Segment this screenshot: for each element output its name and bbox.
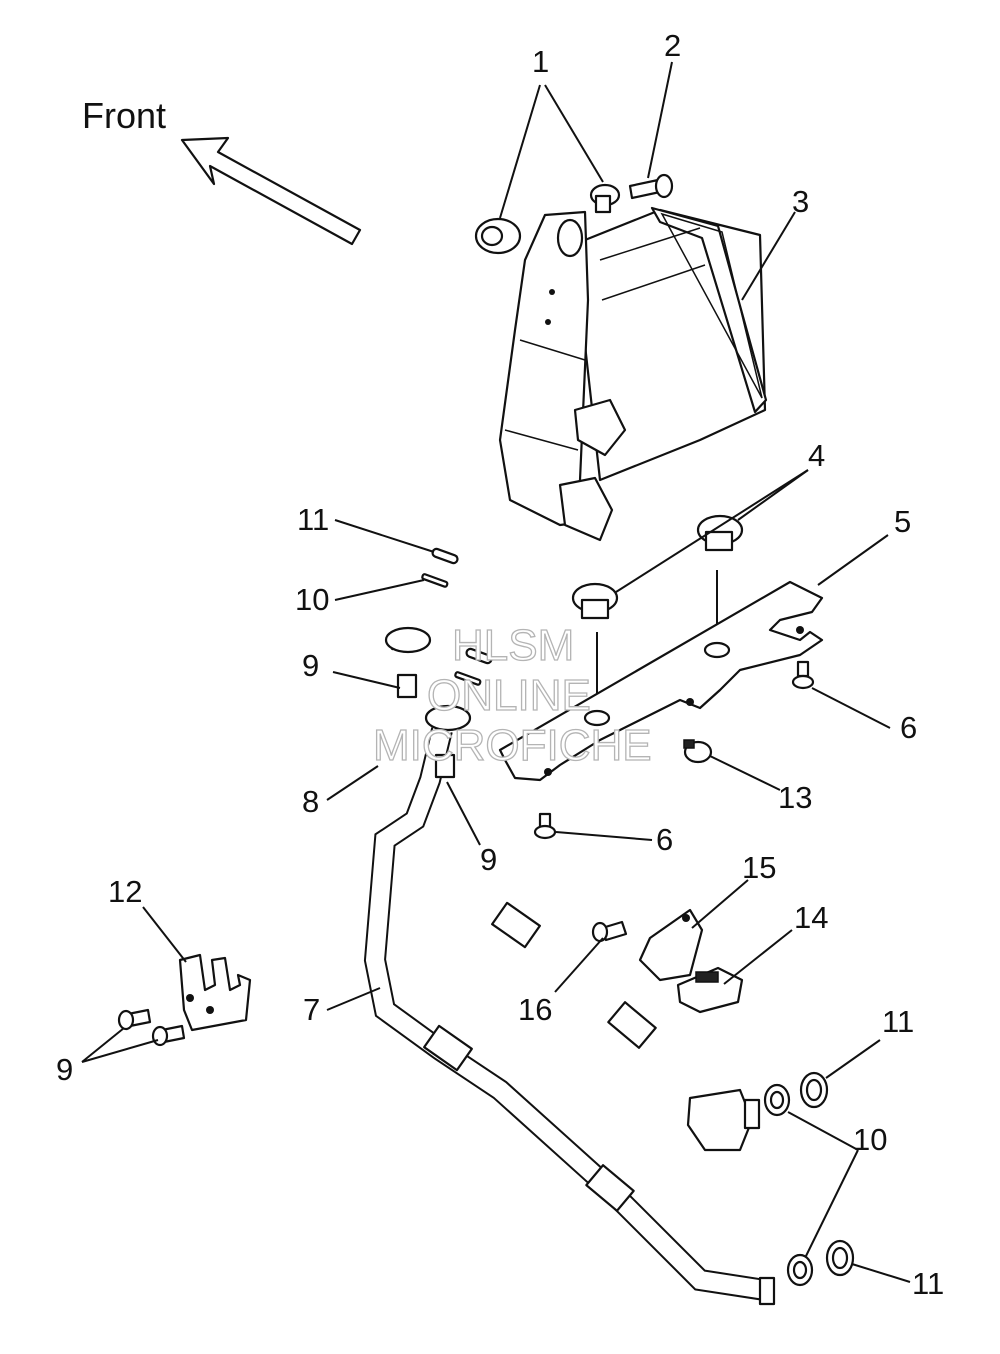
callout-8: 8 [302,784,319,819]
watermark-line-3: MICROFICHE [373,721,652,770]
callout-4: 4 [808,438,825,473]
front-arrow-icon [180,136,362,246]
clamp-15 [638,908,704,982]
callout-16: 16 [518,992,552,1027]
grommet-4a [696,514,744,552]
o-ring-10-top [421,573,449,588]
callout-11c: 11 [912,1266,944,1301]
grommet-1b [589,183,621,214]
callout-2: 2 [664,28,681,63]
front-label: Front [82,95,166,136]
callout-10b: 10 [853,1122,887,1157]
o-ring-10-mid [454,671,482,686]
oil-cooler [498,206,768,542]
watermark-line-1: HLSM [452,621,574,670]
callout-6a: 6 [900,710,917,745]
washer-10a [763,1083,791,1117]
bolt-6b [533,812,557,840]
callout-13: 13 [778,780,812,815]
callout-6b: 6 [656,822,673,857]
callout-9b: 9 [480,842,497,877]
callout-10a: 10 [295,582,329,617]
mounting-bracket-5 [498,580,824,782]
callout-9c: 9 [56,1052,73,1087]
washer-11a [799,1071,829,1109]
oil-line-8 [365,626,761,1152]
o-ring-11-top [431,547,459,565]
callout-7: 7 [303,992,320,1027]
watermark: HLSM ONLINE MICROFICHE [372,620,652,770]
clamp-13 [683,739,713,764]
callout-11b: 11 [882,1004,914,1039]
callout-14: 14 [794,900,828,935]
callout-5: 5 [894,504,911,539]
bolt-2 [628,173,674,200]
callout-9a: 9 [302,648,319,683]
washer-10b [786,1253,814,1287]
bolt-6a [791,660,815,690]
oil-line-7 [363,704,776,1306]
grommet-1a [474,217,522,255]
bolt-16 [591,920,628,943]
callout-3: 3 [792,184,809,219]
watermark-line-2: ONLINE [427,671,591,720]
grommet-4b [571,582,619,620]
bracket-12 [178,953,252,1032]
washer-11b [825,1239,855,1277]
callout-12: 12 [108,874,142,909]
callout-labels: 1 2 3 4 5 6 6 7 8 9 9 9 10 10 11 11 11 1… [56,28,944,1301]
screw-9a [117,1008,152,1031]
leader-lines [81,61,911,1283]
callout-15: 15 [742,850,776,885]
callout-1: 1 [532,44,549,79]
o-ring-11-mid [465,647,493,665]
callout-11a: 11 [297,502,329,537]
screw-9b [151,1024,186,1047]
clip-14 [676,966,744,1014]
